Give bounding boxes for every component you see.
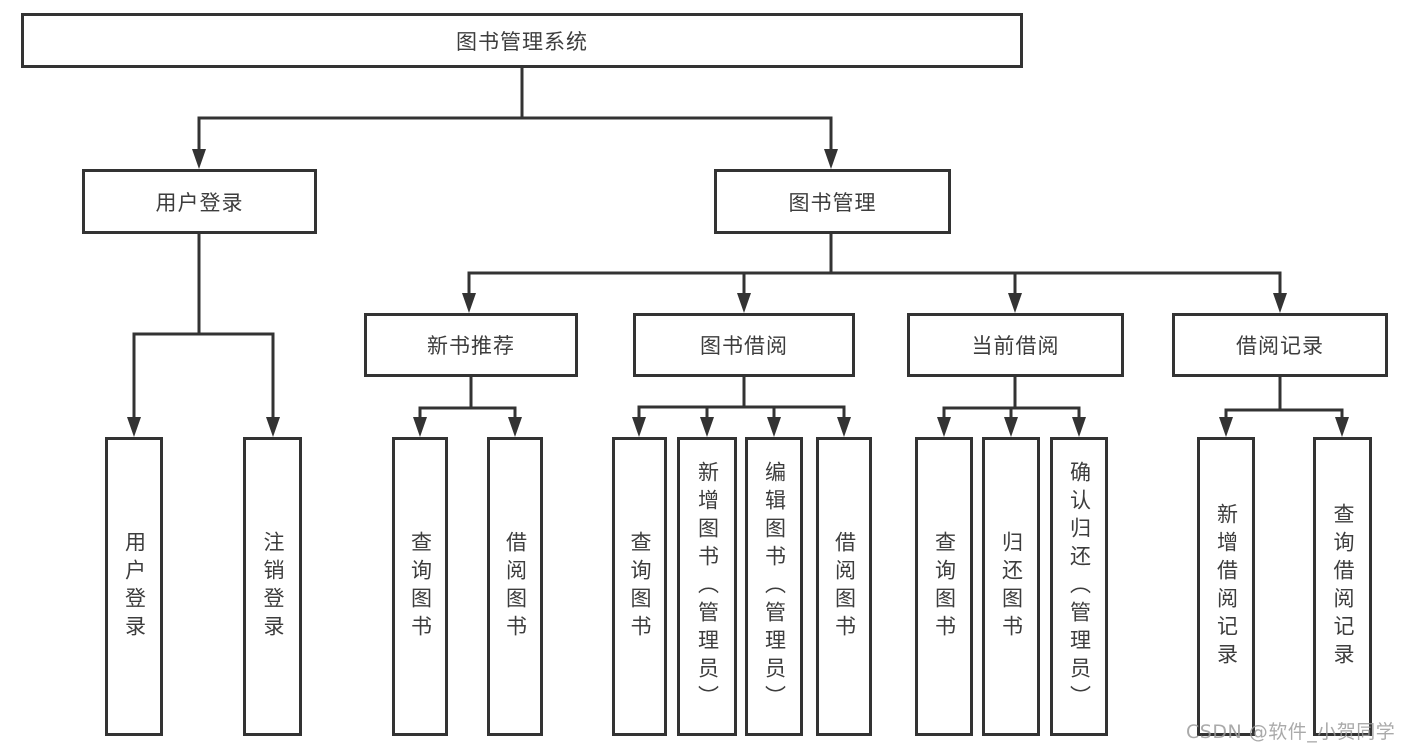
node-label: 新书推荐	[427, 334, 515, 358]
node-label: 图书管理	[788, 190, 877, 215]
leaf-confirm-return-admin: 确认归还（管理员）	[1050, 437, 1108, 736]
node-label: 编辑图书（管理员）	[762, 460, 787, 713]
node-book-borrow: 图书借阅	[633, 313, 855, 377]
leaf-query-borrow-record: 查询借阅记录	[1313, 437, 1372, 736]
node-label: 查询图书	[628, 530, 652, 643]
leaf-add-borrow-record: 新增借阅记录	[1197, 437, 1255, 736]
node-label: 归还图书	[999, 530, 1024, 643]
node-label: 用户登录	[155, 190, 244, 215]
node-label: 查询借阅记录	[1331, 502, 1355, 671]
leaf-user-login: 用户登录	[105, 437, 163, 736]
leaf-edit-book-admin: 编辑图书（管理员）	[745, 437, 803, 736]
node-label: 注销登录	[261, 530, 285, 643]
arrowhead-icons	[127, 149, 1349, 437]
node-label: 确认归还（管理员）	[1067, 460, 1092, 713]
node-book-management: 图书管理	[714, 169, 951, 234]
watermark: CSDN @软件_小贺同学	[1186, 721, 1396, 743]
leaf-query-books-recommend: 查询图书	[392, 437, 448, 736]
node-label: 新增借阅记录	[1214, 502, 1239, 671]
leaf-borrow-books-recommend: 借阅图书	[487, 437, 543, 736]
node-label: 新增图书（管理员）	[695, 460, 720, 713]
node-current-borrow: 当前借阅	[907, 313, 1124, 377]
node-borrow-records: 借阅记录	[1172, 313, 1388, 377]
node-label: 借阅记录	[1236, 334, 1324, 358]
leaf-logout: 注销登录	[243, 437, 302, 736]
node-label: 当前借阅	[971, 334, 1060, 358]
node-label: 借阅图书	[503, 530, 528, 643]
leaf-add-book-admin: 新增图书（管理员）	[677, 437, 737, 736]
node-user-login: 用户登录	[82, 169, 317, 234]
node-new-book-recommend: 新书推荐	[364, 313, 578, 377]
node-label: 用户登录	[122, 530, 147, 643]
node-label: 图书管理系统	[456, 29, 588, 54]
leaf-query-books-borrow: 查询图书	[612, 437, 667, 736]
node-label: 查询图书	[932, 530, 957, 643]
leaf-query-books-current: 查询图书	[915, 437, 973, 736]
node-label: 借阅图书	[832, 530, 857, 643]
leaf-return-book: 归还图书	[982, 437, 1040, 736]
node-label: 查询图书	[408, 530, 433, 643]
leaf-borrow-books: 借阅图书	[816, 437, 872, 736]
node-label: 图书借阅	[700, 334, 788, 358]
node-root: 图书管理系统	[21, 13, 1023, 68]
